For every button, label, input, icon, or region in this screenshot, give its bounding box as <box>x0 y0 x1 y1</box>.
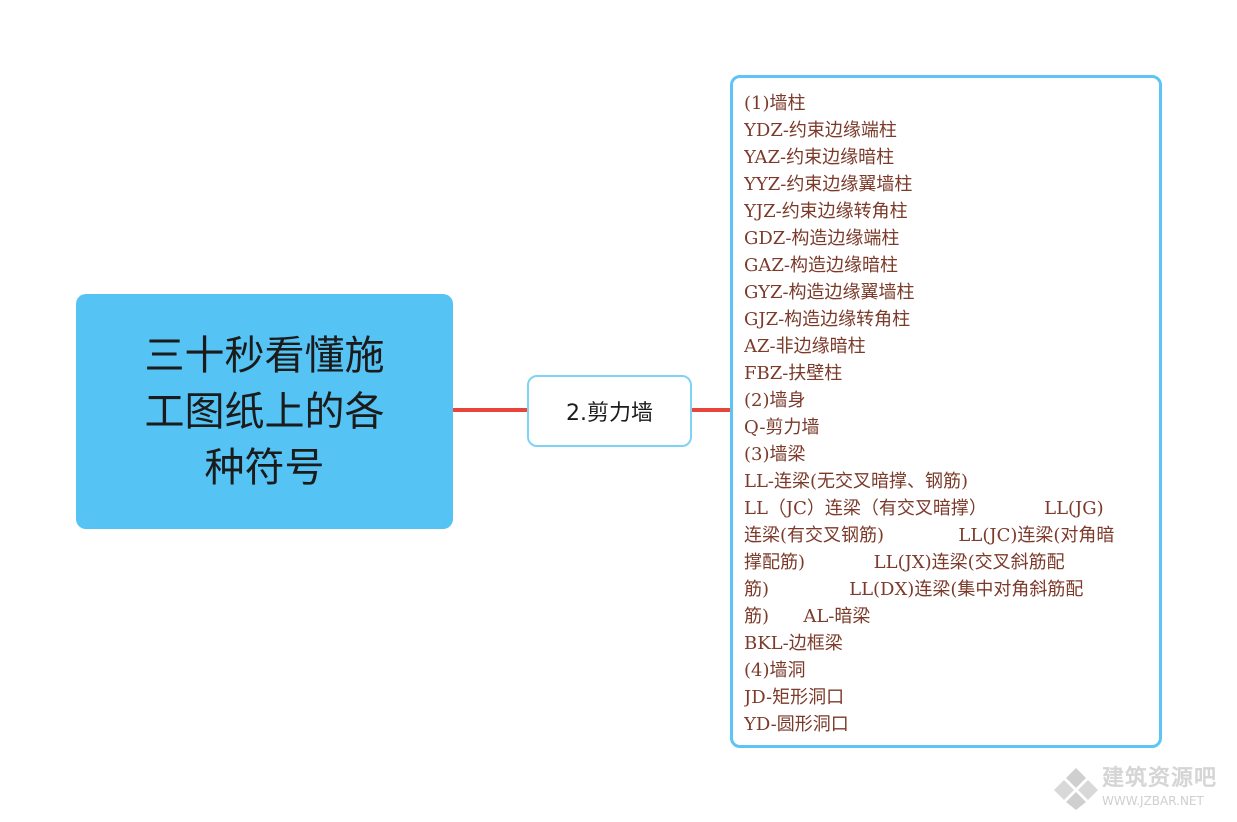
detail-line: Q-剪力墙 <box>744 417 820 438</box>
detail-line: LL-连梁(无交叉暗撑、钢筋) <box>744 471 969 492</box>
watermark-text: 建筑资源吧 <box>1102 766 1218 791</box>
branch-topic-shear-wall[interactable]: 2.剪力墙 <box>527 375 692 447</box>
detail-note-node[interactable]: (1)墙柱 YDZ-约束边缘端柱 YAZ-约束边缘暗柱 YYZ-约束边缘翼墙柱 … <box>730 75 1162 748</box>
detail-line: GYZ-构造边缘翼墙柱 <box>744 282 915 303</box>
detail-line: YAZ-约束边缘暗柱 <box>744 147 895 168</box>
diamond-logo-icon <box>1054 768 1098 810</box>
detail-line: JD-矩形洞口 <box>744 687 845 708</box>
detail-line: 筋) AL-暗梁 <box>744 606 871 627</box>
detail-line: (4)墙洞 <box>744 660 806 681</box>
detail-line: 撑配筋) LL(JX)连梁(交叉斜筋配 <box>744 552 1065 573</box>
detail-line: 连梁(有交叉钢筋) LL(JC)连梁(对角暗 <box>744 525 1115 546</box>
detail-line: YYZ-约束边缘翼墙柱 <box>744 174 913 195</box>
watermark-url: WWW.JZBAR.NET <box>1102 794 1204 808</box>
detail-line: LL（JC）连梁（有交叉暗撑） LL(JG) <box>744 498 1104 519</box>
detail-line: GDZ-构造边缘端柱 <box>744 228 900 249</box>
root-topic-title: 三十秒看懂施 工图纸上的各 种符号 <box>144 332 385 491</box>
detail-line: GAZ-构造边缘暗柱 <box>744 255 898 276</box>
detail-line: GJZ-构造边缘转角柱 <box>744 309 911 330</box>
detail-line: YD-圆形洞口 <box>744 714 849 735</box>
root-topic-node[interactable]: 三十秒看懂施 工图纸上的各 种符号 <box>76 294 453 529</box>
detail-line: (3)墙梁 <box>744 444 806 465</box>
detail-line: AZ-非边缘暗柱 <box>744 336 866 357</box>
detail-line: 筋) LL(DX)连梁(集中对角斜筋配 <box>744 579 1084 600</box>
detail-line: YJZ-约束边缘转角柱 <box>744 201 908 222</box>
detail-line: BKL-边框梁 <box>744 633 843 654</box>
detail-line: FBZ-扶壁柱 <box>744 363 843 384</box>
detail-line: YDZ-约束边缘端柱 <box>744 120 897 141</box>
site-watermark: 建筑资源吧 WWW.JZBAR.NET <box>1052 766 1227 812</box>
detail-note-lines: (1)墙柱 YDZ-约束边缘端柱 YAZ-约束边缘暗柱 YYZ-约束边缘翼墙柱 … <box>744 90 1149 738</box>
detail-line: (1)墙柱 <box>744 93 806 114</box>
detail-line: (2)墙身 <box>744 390 806 411</box>
branch-topic-label: 2.剪力墙 <box>566 401 653 426</box>
